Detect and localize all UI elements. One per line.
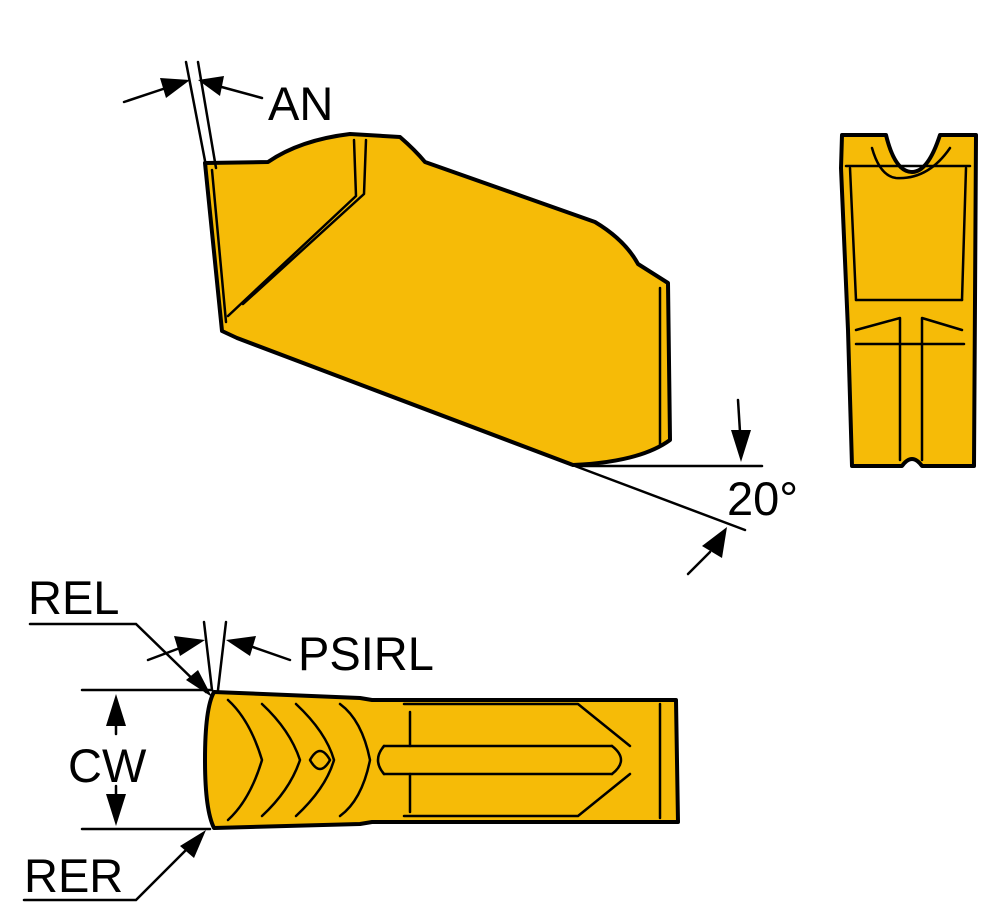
cw-label: CW <box>68 739 147 792</box>
psirl-arrow-right <box>226 636 256 656</box>
rer-arrow <box>180 830 206 858</box>
an-arrow-line-left <box>122 86 168 104</box>
angle-slanted-line <box>573 464 747 532</box>
top-view-insert-body <box>203 690 680 830</box>
an-arrow-right <box>198 76 224 96</box>
angle-arrow-top <box>731 430 751 462</box>
top-view-groove-tip <box>610 744 623 776</box>
end-view-side-right <box>960 166 968 302</box>
psirl-label: PSIRL <box>298 627 434 680</box>
rel-label: REL <box>28 571 119 624</box>
an-arrow-line-right <box>216 84 264 100</box>
an-label: AN <box>268 77 333 130</box>
rel-leader <box>28 622 208 694</box>
side-view-rake-line <box>226 138 358 318</box>
end-view-side-left <box>848 166 858 302</box>
psirl-arrow-line-right <box>248 644 292 662</box>
top-view-groove-end <box>376 744 386 776</box>
top-view-contour-4 <box>338 702 372 818</box>
psirl-extension-1 <box>202 620 214 692</box>
rer-label: RER <box>24 849 123 902</box>
psirl-extension-2 <box>216 620 228 692</box>
top-view-bevel-bottom <box>402 772 632 818</box>
an-extension-line-1 <box>184 60 208 168</box>
an-arrow-left <box>160 78 190 98</box>
psirl-arrow-line-left <box>146 646 182 662</box>
end-view <box>839 133 978 468</box>
top-view-contour-1 <box>226 698 264 822</box>
end-view-lower-bevel-right <box>920 316 964 462</box>
angle-arrow-bottom <box>702 527 727 558</box>
top-view: CW REL PSIRL RER <box>22 571 680 902</box>
angle-20-label: 20° <box>727 472 798 525</box>
rel-arrow <box>186 670 212 697</box>
top-view-contour-2 <box>260 702 302 818</box>
psirl-arrow-left <box>174 636 205 656</box>
angle-arrow-line-top <box>736 398 742 434</box>
angle-arrow-line-bottom <box>686 550 712 576</box>
end-view-lower-bevel-left <box>854 316 902 462</box>
top-view-contour-3 <box>294 702 336 818</box>
cw-arrow-top <box>106 694 126 726</box>
side-view-insert-body <box>203 132 672 467</box>
cw-arrow-bottom <box>106 794 126 826</box>
side-view-front-edge <box>210 168 228 324</box>
side-view-rake-line-inner <box>241 138 368 306</box>
end-view-notch-inner <box>870 146 952 180</box>
rer-leader <box>22 848 188 902</box>
top-view-center-bump <box>308 749 332 771</box>
top-view-bevel-top <box>402 702 632 748</box>
side-view: AN 20° <box>122 60 798 576</box>
